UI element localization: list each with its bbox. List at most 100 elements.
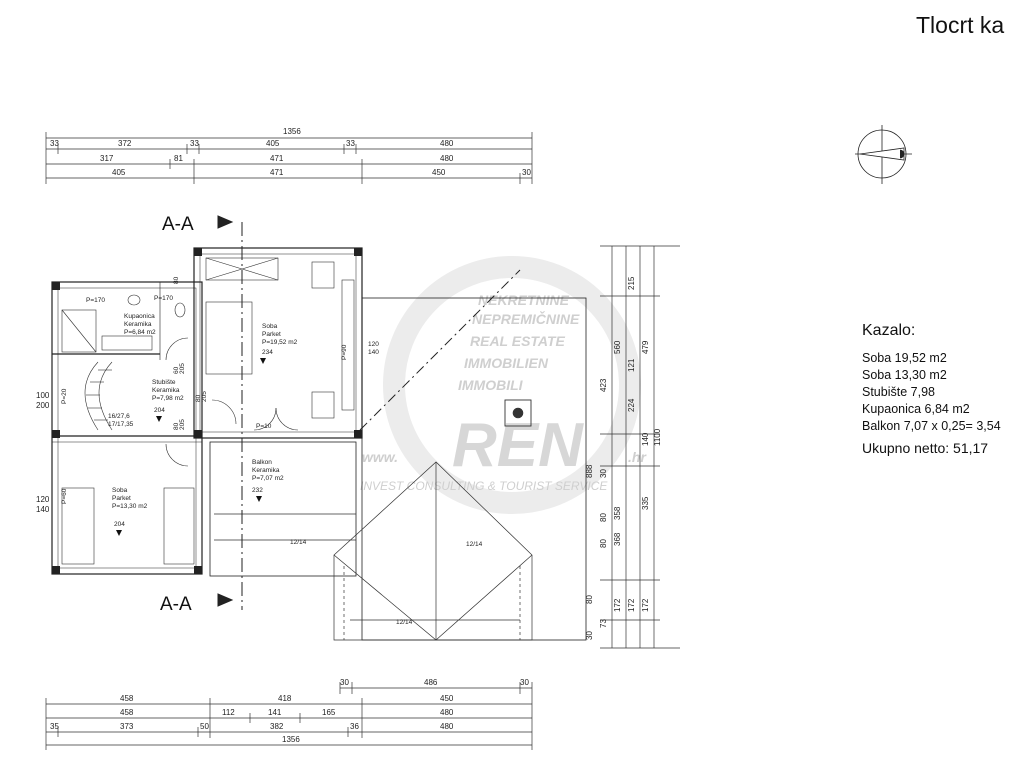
watermark-line: NEPREMIČNINE <box>472 310 580 327</box>
legend-item: Soba 19,52 m2 <box>862 351 947 365</box>
dimension-label: 33 <box>190 139 199 148</box>
svg-text:Soba: Soba <box>112 487 128 494</box>
svg-text:Stubište: Stubište <box>152 379 176 386</box>
dimension-label: 418 <box>278 694 292 703</box>
svg-text:P=7,07 m2: P=7,07 m2 <box>252 475 284 482</box>
north-arrow-icon <box>855 125 912 184</box>
svg-text:423: 423 <box>599 378 608 392</box>
svg-text:P=10: P=10 <box>256 423 272 430</box>
room-label-bedroom-2: Soba Parket P=13,30 m2 <box>112 487 148 510</box>
dimension-label: 1356 <box>283 127 301 136</box>
svg-text:P=60: P=60 <box>61 488 68 504</box>
svg-text:80: 80 <box>585 595 594 604</box>
legend-title: Kazalo: <box>862 322 916 339</box>
dimension-label: 382 <box>270 722 284 731</box>
dimension-label: 480 <box>440 154 454 163</box>
watermark-line: REAL ESTATE <box>470 333 566 349</box>
dimension-labels-inner: 80 60 205 80 205 80 205 120 140 <box>173 276 379 430</box>
room-label-bathroom: Kupaonica Keramika P=6,84 m2 <box>124 313 156 336</box>
svg-text:17/17,35: 17/17,35 <box>108 421 134 428</box>
svg-text:80: 80 <box>195 394 202 402</box>
svg-text:80: 80 <box>173 422 180 430</box>
svg-text:80: 80 <box>599 539 608 548</box>
dimension-label: 480 <box>440 722 454 731</box>
dimension-label: 30 <box>340 678 349 687</box>
dimension-label: 112 <box>222 708 235 717</box>
svg-text:1100: 1100 <box>653 428 662 446</box>
svg-text:12/14: 12/14 <box>396 619 413 626</box>
svg-text:232: 232 <box>252 487 263 494</box>
watermark-line: IMMOBILIEN <box>464 355 549 371</box>
legend-item: Balkon 7,07 x 0,25= 3,54 <box>862 419 1001 433</box>
dimension-labels-right: 215 560 479 121 224 423 140 1100 888 30 … <box>585 276 662 640</box>
svg-text:30: 30 <box>599 469 608 478</box>
legend-item: Soba 13,30 m2 <box>862 368 947 382</box>
watermark: NEKRETNINE NEPREMIČNINE REAL ESTATE IMMO… <box>360 256 647 514</box>
svg-text:172: 172 <box>613 598 622 612</box>
dimension-chain-bottom <box>45 682 533 750</box>
svg-text:Soba: Soba <box>262 323 278 330</box>
room-label-balcony: Balkon Keramika P=7,07 m2 <box>252 459 284 482</box>
svg-text:P=6,84 m2: P=6,84 m2 <box>124 329 156 336</box>
svg-text:368: 368 <box>613 532 622 546</box>
svg-text:335: 335 <box>641 496 650 510</box>
svg-text:12/14: 12/14 <box>466 541 483 548</box>
room-label-bedroom-1: Soba Parket P=19,52 m2 <box>262 323 298 346</box>
dimension-label: 405 <box>112 168 126 177</box>
watermark-suffix: .hr <box>628 449 647 465</box>
section-label-top: A-A <box>162 214 194 235</box>
dimension-label: 33 <box>50 139 59 148</box>
svg-text:224: 224 <box>627 398 636 412</box>
watermark-brand: REN <box>452 411 584 480</box>
svg-text:172: 172 <box>641 598 650 612</box>
svg-text:80: 80 <box>599 513 608 522</box>
legend-total: Ukupno netto: 51,17 <box>862 440 989 456</box>
svg-text:Keramika: Keramika <box>252 467 280 474</box>
dimension-label: 1356 <box>282 735 300 744</box>
level-markers: 204 232 234 204 <box>114 349 273 536</box>
dimension-label: 458 <box>120 708 134 717</box>
svg-text:358: 358 <box>613 506 622 520</box>
svg-text:205: 205 <box>201 391 208 402</box>
watermark-line: IMMOBILI <box>458 377 524 393</box>
dimension-label: 35 <box>50 722 59 731</box>
svg-text:215: 215 <box>627 276 636 290</box>
svg-text:80: 80 <box>173 276 180 284</box>
svg-text:205: 205 <box>179 363 186 374</box>
dimension-label: 480 <box>440 708 454 717</box>
dimension-label: 50 <box>200 722 209 731</box>
svg-text:205: 205 <box>179 419 186 430</box>
svg-text:12/14: 12/14 <box>290 539 307 546</box>
dimension-label: 450 <box>440 694 454 703</box>
dimension-label: 480 <box>440 139 454 148</box>
legend-item: Stubište 7,98 <box>862 385 935 399</box>
svg-text:140: 140 <box>641 432 650 446</box>
svg-text:73: 73 <box>599 619 608 628</box>
legend-item: Kupaonica 6,84 m2 <box>862 402 970 416</box>
structural-columns <box>52 248 362 574</box>
svg-text:100: 100 <box>36 391 50 400</box>
svg-text:120: 120 <box>36 495 50 504</box>
svg-text:121: 121 <box>627 358 636 372</box>
dimension-label: 450 <box>432 168 446 177</box>
svg-text:560: 560 <box>613 340 622 354</box>
dimension-label: 30 <box>522 168 531 177</box>
svg-text:Keramika: Keramika <box>152 387 180 394</box>
legend: Kazalo: Soba 19,52 m2 Soba 13,30 m2 Stub… <box>862 322 1001 456</box>
svg-text:140: 140 <box>368 349 379 356</box>
door-swings <box>165 337 299 467</box>
svg-text:P=90: P=90 <box>341 344 348 360</box>
svg-text:P=170: P=170 <box>154 295 173 302</box>
page-title: Tlocrt ka <box>916 12 1005 38</box>
svg-text:Keramika: Keramika <box>124 321 152 328</box>
dimension-labels-left: 100 200 120 140 <box>36 391 50 514</box>
svg-text:30: 30 <box>585 631 594 640</box>
dimension-label: 33 <box>346 139 355 148</box>
dimension-label: 30 <box>520 678 529 687</box>
svg-text:P=7,98 m2: P=7,98 m2 <box>152 395 184 402</box>
svg-text:Kupaonica: Kupaonica <box>124 313 155 320</box>
svg-text:Parket: Parket <box>112 495 131 502</box>
dimension-label: 317 <box>100 154 114 163</box>
svg-text:P=19,52 m2: P=19,52 m2 <box>262 339 298 346</box>
